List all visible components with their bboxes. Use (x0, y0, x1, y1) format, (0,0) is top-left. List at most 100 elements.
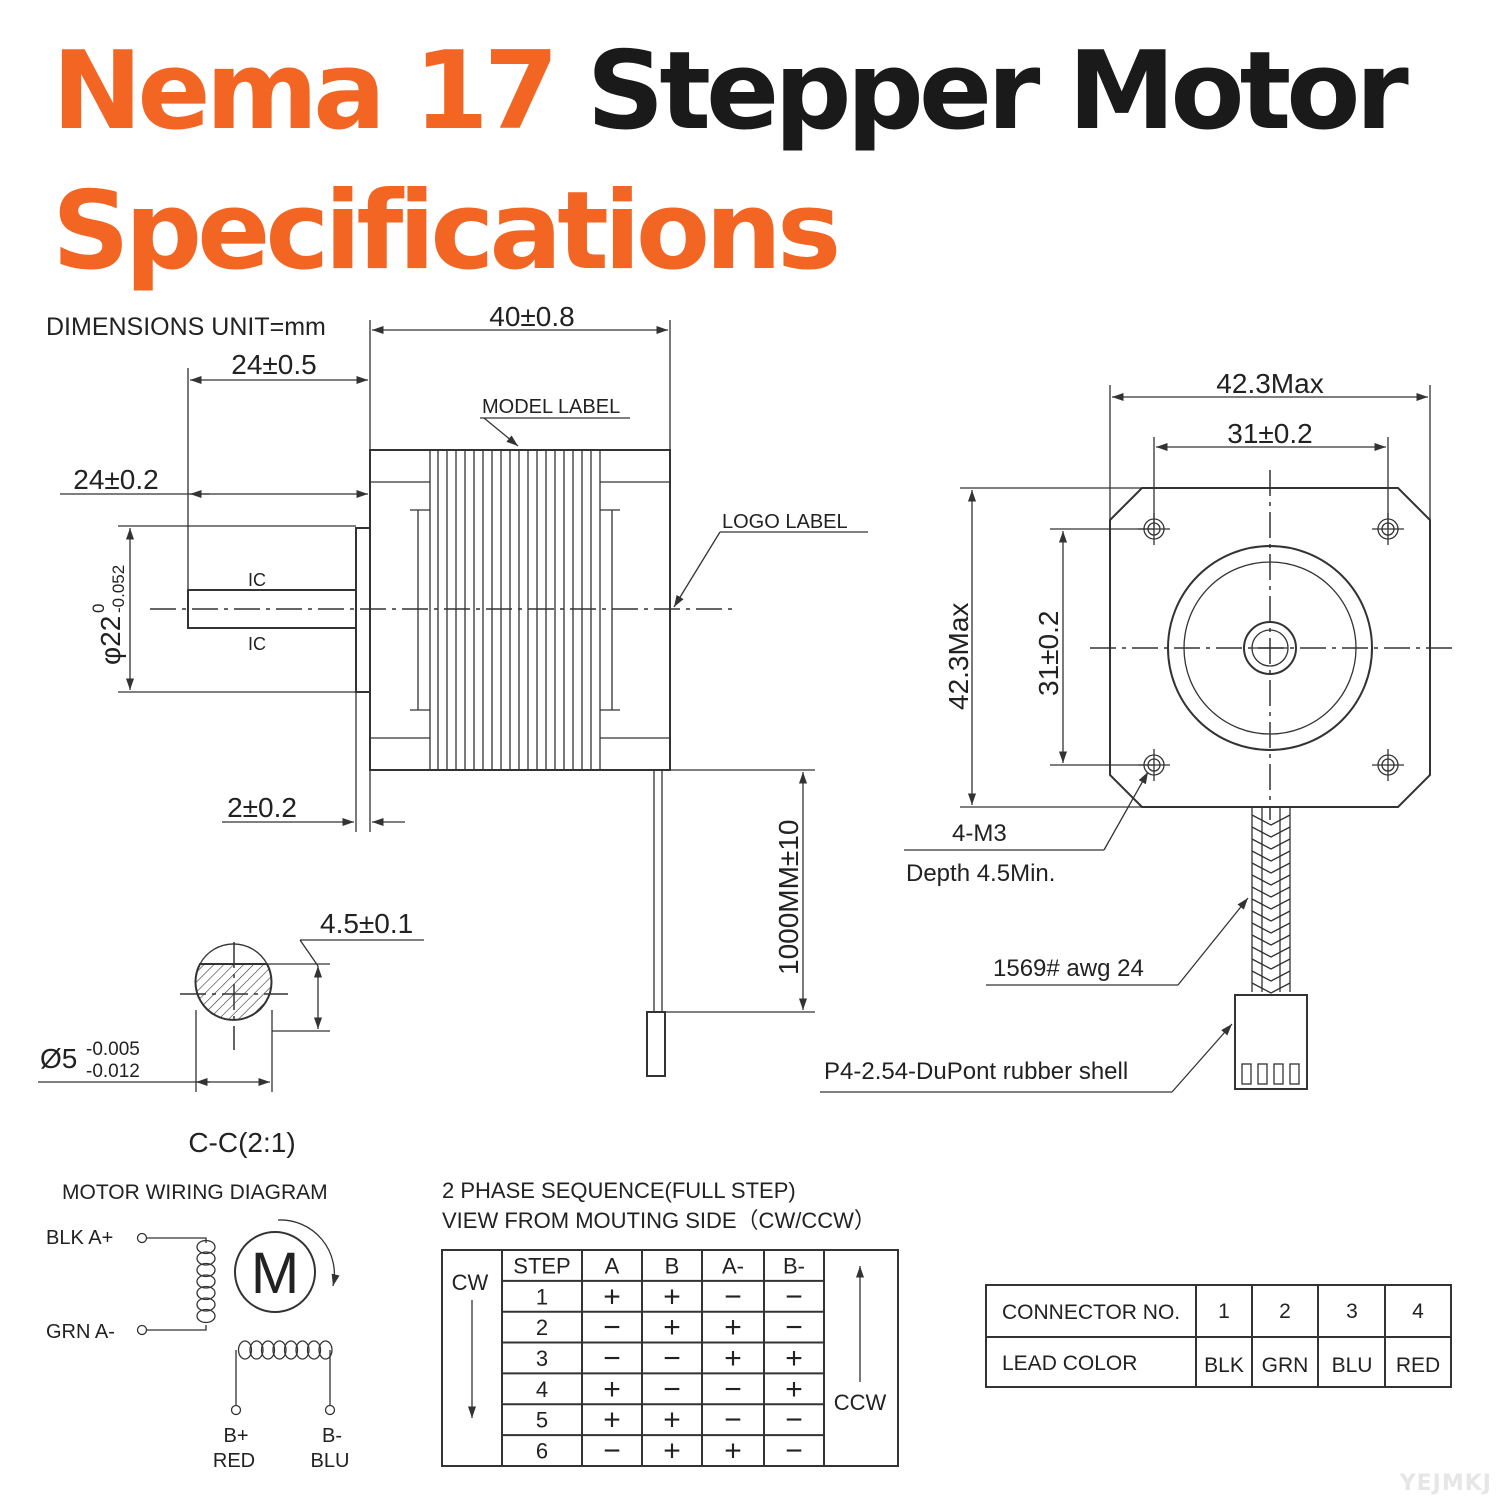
phase-step-cell: 1 (536, 1284, 548, 1309)
phase-sign-cell: − (603, 1435, 621, 1468)
phase-table: 2 PHASE SEQUENCE(FULL STEP) VIEW FROM MO… (441, 1178, 899, 1468)
dim-boss-thickness: 2±0.2 (227, 792, 297, 823)
cable-bundle (1251, 807, 1291, 994)
dim-height: 42.3Max (943, 603, 974, 710)
model-label: MODEL LABEL (482, 396, 620, 418)
coil-a-loop (196, 1285, 216, 1301)
motor-boss (355, 527, 371, 693)
depth-label: Depth 4.5Min. (906, 860, 1055, 887)
phase-sign-cell: + (785, 1342, 803, 1375)
bundle-braid (1251, 838, 1291, 850)
phase-header-b: B (665, 1253, 680, 1278)
bundle-braid (1251, 862, 1291, 874)
body-recess-right (600, 481, 670, 739)
dim-section-diameter: Ø5 (40, 1043, 77, 1074)
dim-boss-tol-upper: 0 (89, 604, 108, 613)
connector-no-1: 1 (1218, 1300, 1230, 1323)
units-label: DIMENSIONS UNIT=mm (46, 313, 326, 341)
phase-sign-cell: − (785, 1280, 803, 1313)
bundle-braid (1251, 910, 1291, 922)
motor-symbol: M (251, 1241, 299, 1306)
watermark: YEJMKJ (1399, 1471, 1492, 1496)
front-flange (1109, 487, 1431, 808)
section-mark-top: IC (248, 570, 266, 590)
connector-pin (1241, 1063, 1252, 1085)
wire-leader (1177, 897, 1249, 986)
phase-sign-cell: − (663, 1373, 681, 1406)
mount-holes (1138, 513, 1404, 781)
title-part-black: Stepper Motor (586, 29, 1409, 154)
wiring-diagram: MOTOR WIRING DIAGRAM BLK A+ GRN A- M B+ … (46, 1181, 349, 1472)
phase-header-a: A (605, 1253, 620, 1278)
section-mark-bottom: IC (248, 634, 266, 654)
phase-sign-cell: − (663, 1342, 681, 1375)
phase-title-1: 2 PHASE SEQUENCE(FULL STEP) (442, 1178, 796, 1203)
connector-no-label: CONNECTOR NO. (1002, 1301, 1180, 1324)
connector-no-4: 4 (1412, 1300, 1424, 1323)
page-title: Nema 17 Stepper Motor (52, 38, 1409, 146)
bundle-braid (1251, 970, 1291, 982)
connector-pins (1241, 1063, 1300, 1085)
coil-b-loop (272, 1340, 287, 1360)
shaft-section: 4.5±0.1 Ø5 -0.005 -0.012 C-C(2:1) (38, 908, 424, 1158)
phase-sign-cell: − (785, 1404, 803, 1437)
connector-table: CONNECTOR NO. LEAD COLOR 1 2 3 4 BLK GRN… (985, 1284, 1452, 1388)
title-part-orange: Nema 17 (52, 29, 559, 154)
coil-a (196, 1239, 216, 1324)
phase-sign-cell: + (724, 1342, 742, 1375)
coil-a-loop (196, 1251, 216, 1266)
connector-leader (1171, 1023, 1233, 1093)
motor-body (369, 449, 671, 771)
logo-label-leader (673, 531, 721, 608)
phase-sign-cell: + (724, 1435, 742, 1468)
rotation-arrow (277, 1219, 340, 1287)
lead-color-4: RED (1396, 1354, 1440, 1377)
wire-label: 1569# awg 24 (993, 955, 1144, 982)
phase-header-step: STEP (513, 1253, 570, 1278)
phase-table-frame (441, 1249, 899, 1467)
phase-sign-cell: + (603, 1404, 621, 1437)
lead-color-2: GRN (1262, 1354, 1309, 1377)
coil-a-loop (196, 1274, 216, 1289)
bundle-braid (1251, 814, 1291, 826)
dim-hole-spacing-v: 31±0.2 (1033, 611, 1064, 696)
coil-b-loop (260, 1340, 276, 1360)
connector-pin (1257, 1063, 1268, 1085)
connector-no-3: 3 (1346, 1300, 1358, 1323)
coil-b (237, 1340, 333, 1360)
dim-boss-tol-lower: -0.052 (109, 565, 128, 613)
bundle-braid (1251, 946, 1291, 958)
connector-pin (1289, 1063, 1300, 1085)
logo-label: LOGO LABEL (722, 511, 848, 533)
body-recess-left (370, 481, 430, 739)
dim-flat-length: 24±0.2 (73, 464, 158, 495)
motor-shaft (187, 589, 357, 629)
dim-width: 42.3Max (1216, 368, 1323, 399)
bundle-braid (1251, 922, 1291, 934)
phase-sign-cell: − (724, 1373, 742, 1406)
coil-b-loop (249, 1340, 264, 1360)
coil-b-loop (237, 1340, 253, 1360)
dim-cable-length: 1000MM±10 (773, 820, 804, 975)
wiring-b-plus: B+ (223, 1425, 248, 1447)
phase-sign-cell: − (603, 1342, 621, 1375)
connector-label: P4-2.54-DuPont rubber shell (824, 1058, 1128, 1085)
wiring-b-plus-color: RED (213, 1450, 255, 1472)
page-subtitle: Specifications (52, 169, 841, 294)
phase-sign-cell: + (663, 1435, 681, 1468)
wiring-a-plus: BLK A+ (46, 1227, 113, 1249)
dim-section-tol-upper: -0.005 (86, 1039, 140, 1060)
bundle-braid (1251, 826, 1291, 838)
bundle-braid (1251, 958, 1291, 970)
phase-ccw-label: CCW (834, 1390, 887, 1415)
coil-a-leads (147, 1237, 207, 1331)
dim-body-length: 40±0.8 (489, 301, 574, 332)
coil-a-loop (196, 1262, 216, 1278)
bundle-braid (1251, 934, 1291, 946)
phase-sign-cell: − (724, 1280, 742, 1313)
motor-fins (429, 449, 601, 771)
phase-sign-cell: + (603, 1373, 621, 1406)
motor-cable (653, 769, 663, 1013)
phase-header-a-minus: A- (722, 1253, 744, 1278)
